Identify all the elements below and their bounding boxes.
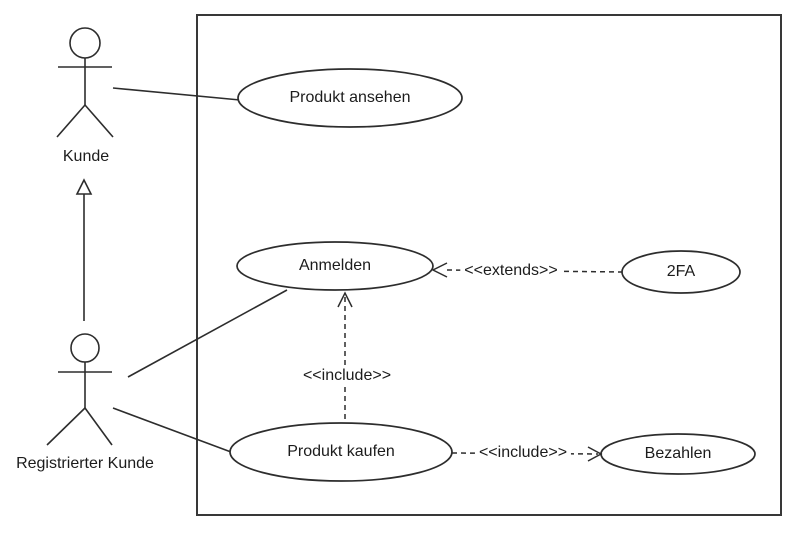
actor-registrierter-kunde-right-leg: [84, 407, 113, 446]
include-arrowhead-right-icon: [587, 446, 603, 462]
include-stereotype-label-vertical: <<include>>: [298, 366, 396, 386]
association-kunde-produkt-ansehen: [112, 87, 241, 101]
actor-label-kunde: Kunde: [62, 147, 110, 165]
extend-arrowhead-icon: [431, 262, 448, 278]
include-stereotype-label-horizontal: <<include>>: [474, 443, 572, 463]
association-registrierter-kunde-anmelden: [127, 289, 288, 378]
include-arrowhead-up-icon: [337, 291, 353, 308]
use-case-anmelden: [236, 241, 434, 291]
use-case-label-produkt-ansehen: Produkt ansehen: [289, 88, 411, 106]
use-case-label-anmelden: Anmelden: [298, 256, 372, 274]
actor-registrierter-kunde-left-leg: [46, 407, 86, 446]
association-lines: [112, 87, 288, 453]
actor-registrierter-kunde: [46, 333, 113, 446]
generalization-triangle-icon: [75, 178, 93, 195]
actor-kunde-right-leg: [84, 104, 114, 138]
use-case-label-2fa: 2FA: [666, 262, 696, 280]
extend-stereotype-label: <<extends>>: [460, 261, 562, 281]
use-case-produkt-ansehen: [237, 68, 463, 128]
use-case-produkt-kaufen: [229, 422, 453, 482]
generalization-arrow: [75, 178, 93, 321]
actor-kunde-head: [69, 27, 101, 59]
association-registrierter-kunde-produkt-kaufen: [112, 407, 232, 453]
use-case-label-produkt-kaufen: Produkt kaufen: [287, 442, 395, 460]
use-case-label-bezahlen: Bezahlen: [644, 444, 712, 462]
actor-kunde-left-leg: [56, 104, 86, 138]
actor-kunde: [56, 27, 114, 138]
use-case-ellipses: [229, 68, 756, 482]
actor-registrierter-kunde-head: [70, 333, 100, 363]
actor-label-registrierter-kunde: Registrierter Kunde: [16, 454, 154, 472]
system-boundary: [196, 14, 782, 516]
